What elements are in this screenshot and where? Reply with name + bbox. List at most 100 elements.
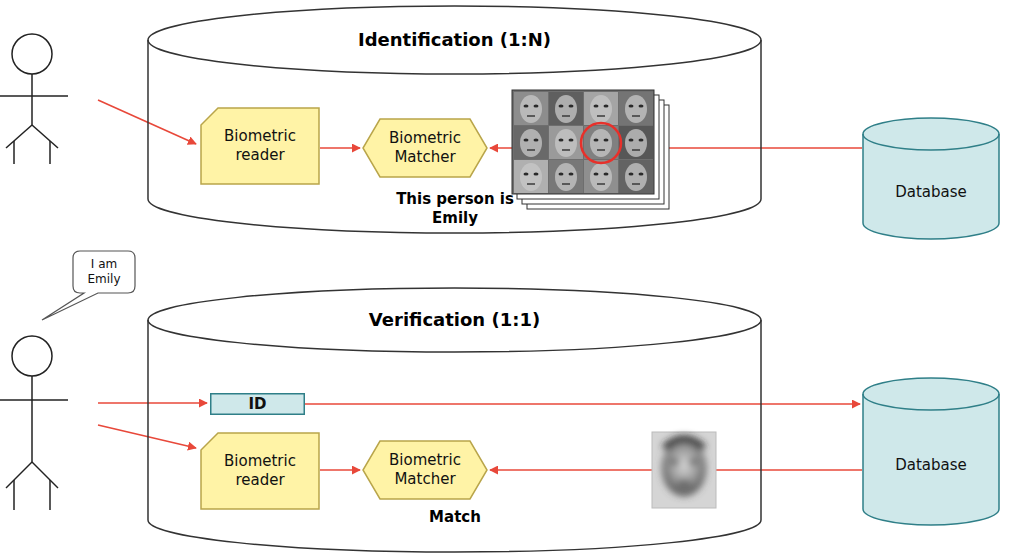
face-mouth bbox=[562, 115, 570, 117]
face-eye bbox=[524, 173, 529, 176]
stick-figure-top-part bbox=[13, 141, 15, 164]
face bbox=[590, 95, 612, 123]
face-cell bbox=[549, 126, 583, 159]
database-cylinder: Database bbox=[862, 118, 1000, 240]
cylinder-body bbox=[863, 378, 999, 525]
system-title: Identification (1:N) bbox=[147, 29, 762, 51]
face-template-part-part bbox=[671, 460, 679, 465]
face bbox=[590, 129, 612, 157]
face-cell bbox=[619, 126, 653, 159]
stick-figure-top-part bbox=[31, 74, 33, 125]
face-eye bbox=[559, 105, 564, 108]
flow-arrow bbox=[305, 403, 860, 405]
matcher-hexagon-text: Biometric Matcher bbox=[378, 129, 472, 167]
stick-figure-bottom bbox=[0, 336, 68, 510]
matcher-hexagon-text: Biometric Matcher bbox=[378, 451, 472, 489]
face-template-part-part bbox=[664, 439, 704, 448]
face-template-part-part bbox=[689, 460, 697, 465]
face-eye bbox=[559, 173, 564, 176]
reader-shape bbox=[201, 433, 319, 509]
matcher-hexagon: Biometric Matcher bbox=[362, 118, 488, 178]
face bbox=[520, 129, 542, 157]
face bbox=[555, 129, 577, 157]
face bbox=[555, 163, 577, 191]
reader-box-text: Biometric reader bbox=[210, 127, 310, 165]
face-template bbox=[652, 432, 716, 508]
face-cell bbox=[549, 92, 583, 125]
hexagon-shape bbox=[363, 119, 487, 177]
face-cell bbox=[549, 160, 583, 193]
face-cell bbox=[619, 92, 653, 125]
cylinder-rim bbox=[863, 394, 999, 410]
face-mouth bbox=[632, 183, 640, 185]
speech-bubble-text: I am Emily bbox=[76, 257, 132, 287]
flow-arrow bbox=[320, 469, 360, 471]
face-mouth bbox=[527, 183, 535, 185]
face-cell bbox=[514, 126, 548, 159]
face-eye bbox=[639, 139, 644, 142]
face-cell bbox=[584, 160, 618, 193]
matcher-hexagon: Biometric Matcher bbox=[362, 440, 488, 500]
face bbox=[625, 95, 647, 123]
id-box: ID bbox=[210, 393, 305, 415]
face-eye bbox=[629, 105, 634, 108]
stick-figure-top-part bbox=[32, 125, 58, 148]
face-eye bbox=[604, 139, 609, 142]
flow-arrow bbox=[320, 147, 360, 149]
face-template-part bbox=[652, 432, 716, 508]
face bbox=[625, 163, 647, 191]
face-cell bbox=[514, 92, 548, 125]
face-template-part bbox=[662, 439, 706, 496]
stick-figure-top-part bbox=[6, 125, 32, 148]
cylinder-body bbox=[148, 6, 761, 233]
face-eye bbox=[629, 139, 634, 142]
hexagon-shape bbox=[363, 441, 487, 499]
face-mouth bbox=[632, 149, 640, 151]
face-gallery bbox=[512, 90, 669, 209]
stick-figure-bottom-part bbox=[32, 462, 58, 488]
front-card bbox=[512, 90, 654, 194]
face-eye bbox=[639, 173, 644, 176]
face-cell bbox=[584, 92, 618, 125]
face-eye bbox=[604, 105, 609, 108]
database-cylinder-text: Database bbox=[895, 183, 967, 202]
face bbox=[520, 95, 542, 123]
cylinder-body bbox=[148, 288, 761, 552]
face-eye bbox=[524, 105, 529, 108]
face-mouth bbox=[562, 149, 570, 151]
database-cylinder-outline bbox=[862, 378, 1000, 526]
stick-figure-bottom-part bbox=[49, 480, 51, 510]
face-eye bbox=[594, 173, 599, 176]
face-mouth bbox=[562, 183, 570, 185]
face bbox=[520, 163, 542, 191]
face-mouth bbox=[632, 115, 640, 117]
bubble-shape bbox=[42, 251, 135, 320]
stick-figure-top-part bbox=[12, 34, 52, 74]
face bbox=[590, 163, 612, 191]
database-cylinder-text: Database bbox=[895, 456, 967, 475]
stick-figure-bottom-part bbox=[13, 480, 15, 510]
id-rect bbox=[211, 394, 305, 415]
speech-bubble: I am Emily bbox=[72, 250, 136, 294]
stick-figure-bottom-part bbox=[12, 336, 52, 376]
face-template-part-part bbox=[677, 481, 691, 486]
database-cylinder: Database bbox=[862, 378, 1000, 526]
face-eye bbox=[534, 105, 539, 108]
result-label: This person is Emily bbox=[380, 190, 530, 228]
stick-figure-bottom-part bbox=[31, 376, 33, 462]
face-eye bbox=[569, 105, 574, 108]
face-mouth bbox=[527, 149, 535, 151]
reader-box-text: Biometric reader bbox=[210, 452, 310, 490]
face-cell bbox=[584, 126, 618, 159]
face-mouth bbox=[597, 115, 605, 117]
input-arrows-part bbox=[98, 402, 207, 404]
cylinder-body bbox=[863, 118, 999, 239]
face-eye bbox=[594, 139, 599, 142]
face-eye bbox=[594, 105, 599, 108]
face-eye bbox=[604, 173, 609, 176]
face-cell bbox=[514, 160, 548, 193]
database-cylinder-outline bbox=[862, 118, 1000, 240]
input-arrows-part bbox=[98, 425, 196, 448]
face-eye bbox=[569, 173, 574, 176]
stick-figure-top bbox=[0, 34, 68, 164]
